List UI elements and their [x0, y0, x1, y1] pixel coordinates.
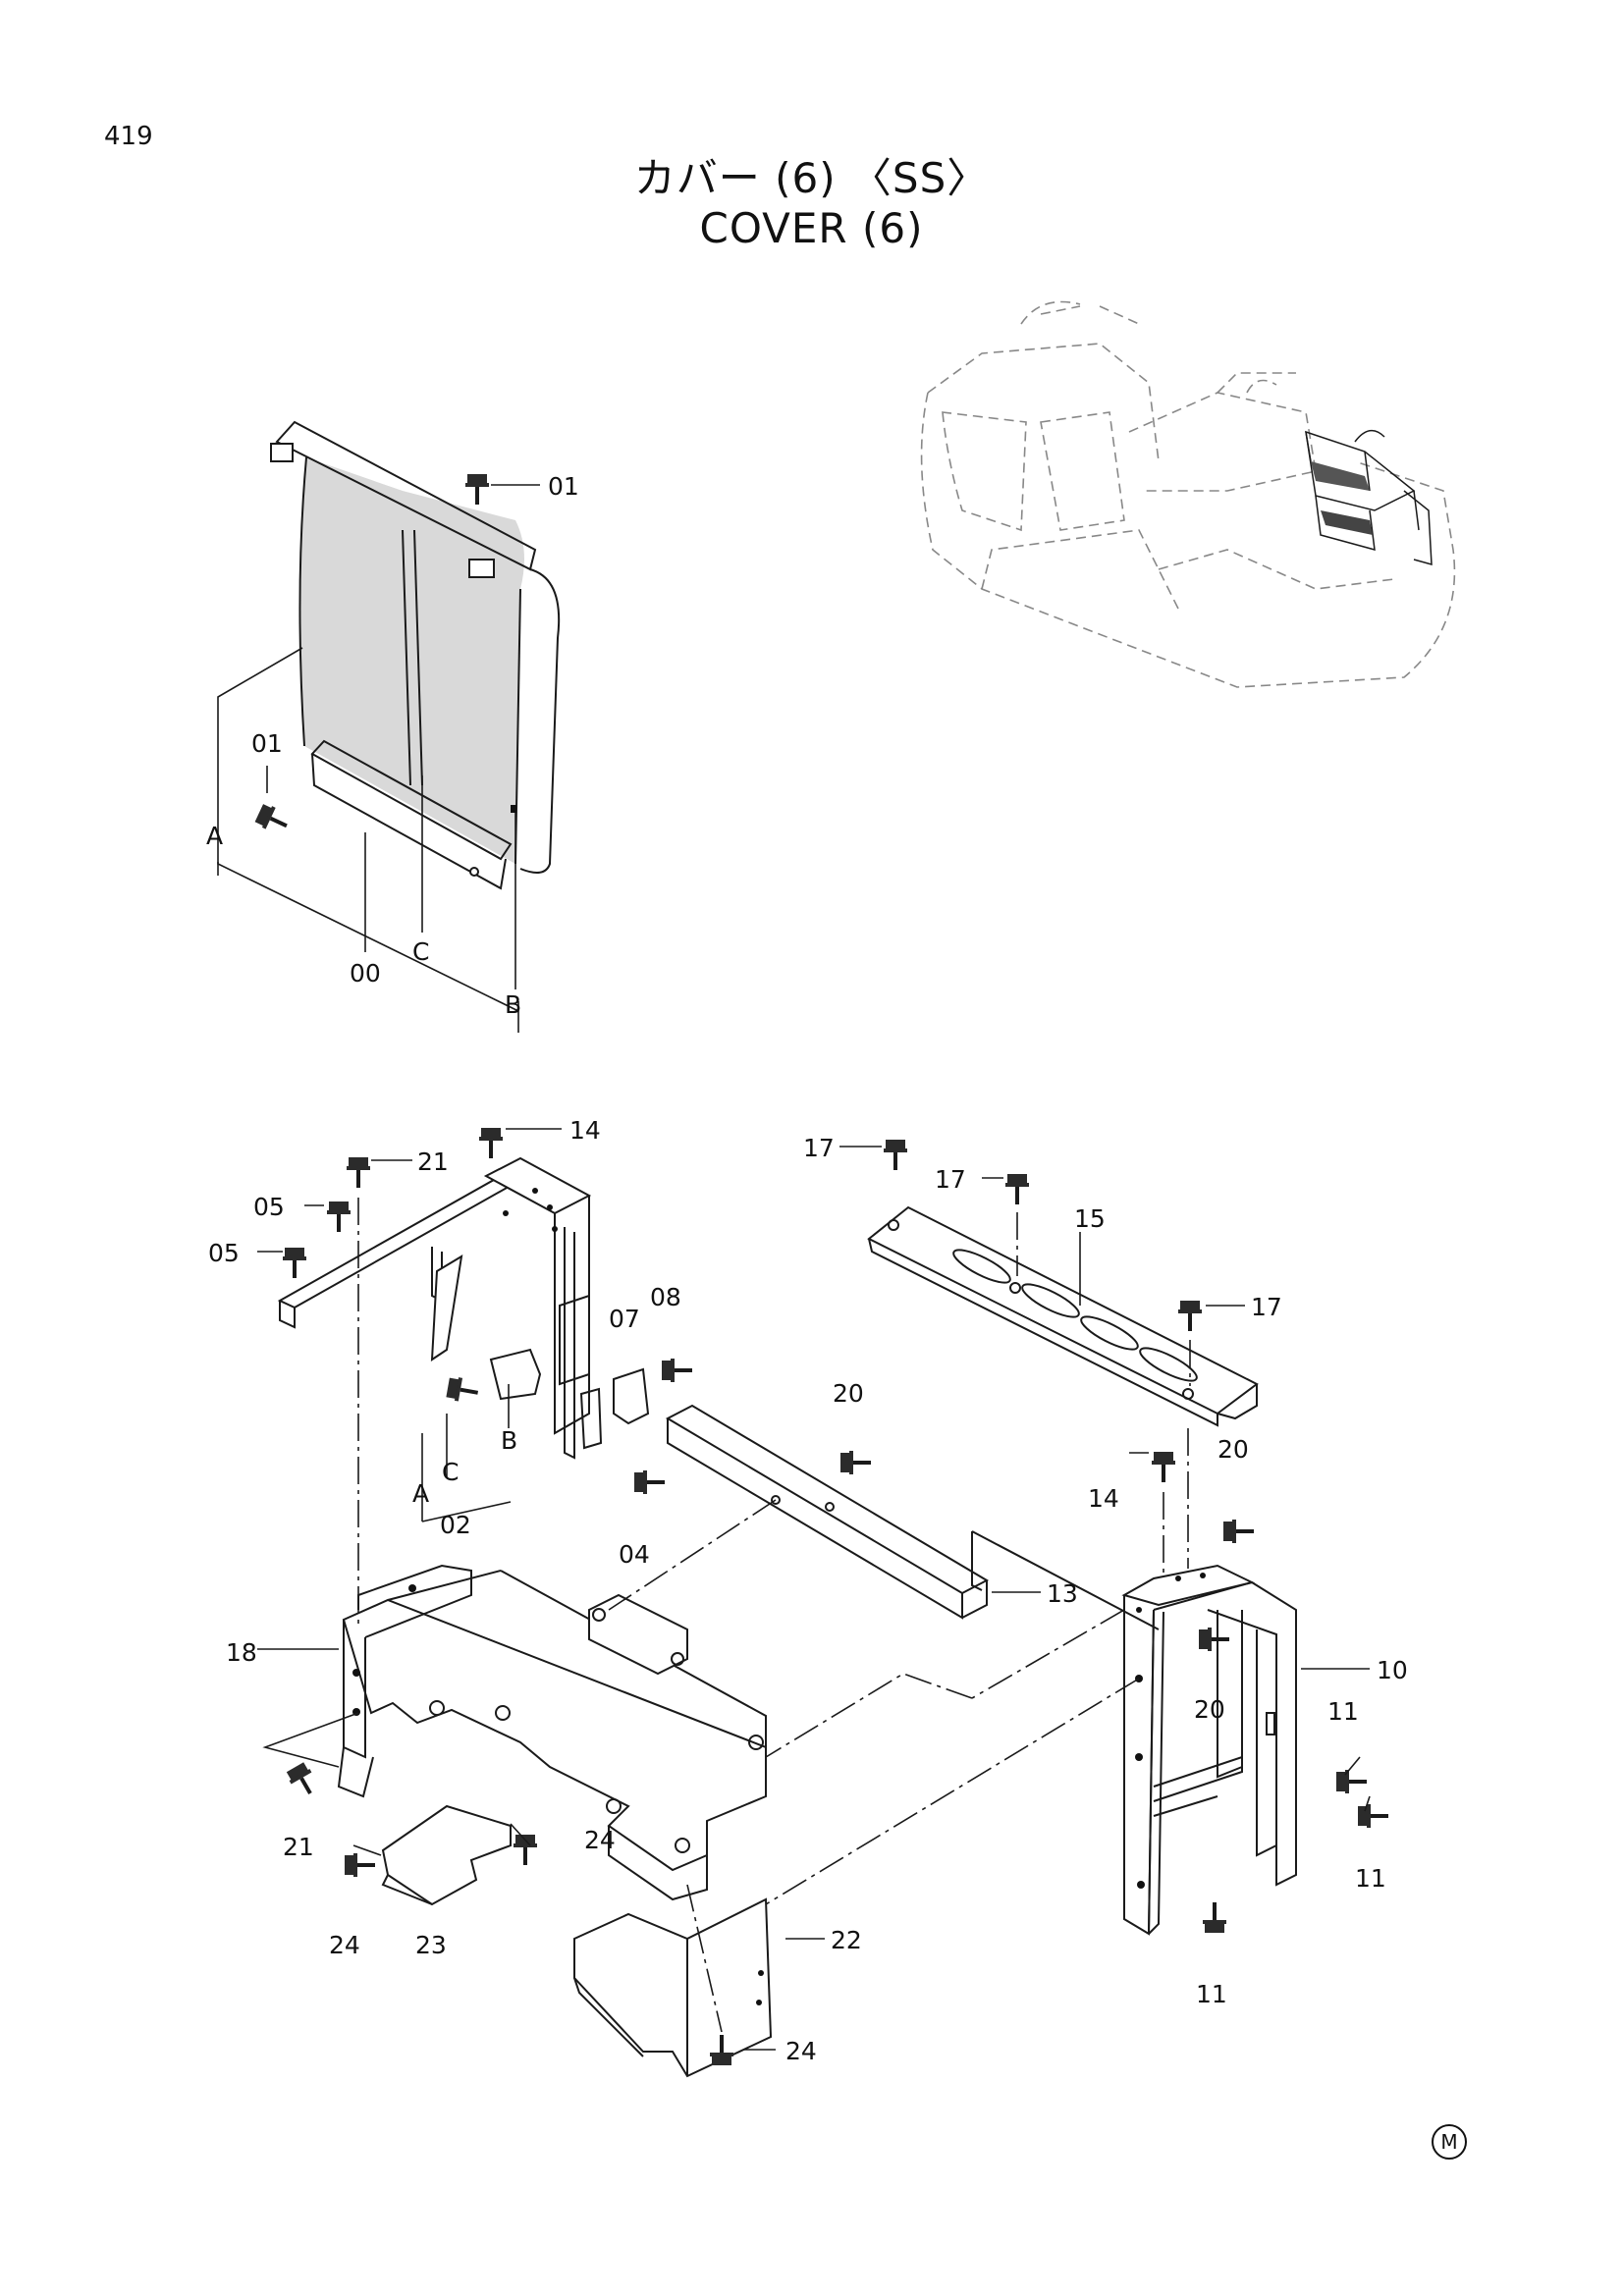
- callout-20: 20: [833, 1379, 864, 1408]
- callout-11: 11: [1196, 1980, 1227, 2008]
- bolt-05: [281, 1246, 308, 1280]
- bolt-17: [882, 1138, 909, 1172]
- bolt-08: [660, 1357, 694, 1384]
- callout-15: 15: [1074, 1204, 1106, 1233]
- bolt-01-side: [251, 800, 295, 839]
- callout-10: 10: [1377, 1656, 1408, 1684]
- callout-24: 24: [584, 1826, 616, 1854]
- cover-panel-assembly: [270, 420, 561, 890]
- callout-leaders: [257, 1128, 1371, 2051]
- bolt-20: [1197, 1626, 1231, 1653]
- bolt-24: [343, 1851, 377, 1879]
- callout-18: 18: [226, 1638, 257, 1667]
- title-japanese: カバー (6) 〈SS〉: [633, 154, 990, 202]
- callout-A: A: [206, 822, 223, 850]
- bolt-21: [283, 1759, 323, 1802]
- callout-A: A: [412, 1479, 429, 1508]
- callout-07: 07: [609, 1305, 640, 1333]
- machine-overview-sketch: [920, 300, 1456, 688]
- callout-01: 01: [548, 472, 579, 501]
- bolt-02: [444, 1373, 482, 1407]
- bolt-04: [632, 1468, 667, 1496]
- callout-B: B: [501, 1426, 517, 1455]
- callout-08: 08: [650, 1283, 681, 1311]
- bracket-frame-left: [277, 1156, 650, 1522]
- callout-00: 00: [350, 959, 381, 988]
- callout-24: 24: [785, 2037, 817, 2065]
- callout-05: 05: [208, 1239, 240, 1267]
- tray-18: [337, 1564, 767, 1901]
- callout-02: 02: [440, 1511, 471, 1539]
- callout-13: 13: [1047, 1579, 1078, 1608]
- callout-11: 11: [1355, 1864, 1386, 1893]
- callout-14: 14: [1088, 1484, 1119, 1513]
- bolt-20: [1221, 1518, 1256, 1545]
- bolt-11: [1356, 1802, 1390, 1830]
- bolt-05: [325, 1200, 352, 1234]
- callout-21: 21: [283, 1833, 314, 1861]
- callout-17: 17: [935, 1165, 966, 1194]
- bolt-14: [477, 1126, 505, 1160]
- callout-20: 20: [1194, 1695, 1225, 1724]
- corner-mark: M: [1432, 2124, 1467, 2160]
- callout-22: 22: [831, 1926, 862, 1954]
- frame-10: [1121, 1564, 1297, 1936]
- callout-23: 23: [415, 1931, 447, 1959]
- callout-14: 14: [569, 1116, 601, 1145]
- callout-17: 17: [1251, 1293, 1282, 1321]
- callout-C: C: [412, 937, 429, 966]
- cover-23: [381, 1804, 512, 1906]
- callout-17: 17: [803, 1134, 835, 1162]
- bolt-01-top: [463, 472, 491, 507]
- callout-11: 11: [1327, 1697, 1359, 1726]
- callout-04: 04: [619, 1540, 650, 1569]
- callout-05: 05: [253, 1193, 285, 1221]
- cover-22: [573, 1897, 773, 2078]
- title-english: COVER (6): [699, 204, 924, 252]
- bolt-14: [1150, 1450, 1177, 1484]
- callout-21: 21: [417, 1148, 449, 1176]
- top-leader-lines: [217, 484, 540, 1033]
- bolt-17: [1003, 1172, 1031, 1206]
- callout-01: 01: [251, 729, 283, 758]
- callout-C: C: [442, 1458, 459, 1486]
- bolt-11: [1201, 1900, 1228, 1935]
- bolt-21: [345, 1155, 372, 1190]
- bar-13: [665, 1404, 1160, 1630]
- callout-24: 24: [329, 1931, 360, 1959]
- assembly-lines: [262, 1198, 1191, 2033]
- bolt-11: [1334, 1768, 1369, 1795]
- page-number: 419: [104, 122, 153, 151]
- bolt-17: [1176, 1299, 1204, 1333]
- callout-20: 20: [1217, 1435, 1249, 1464]
- plate-15: [867, 1205, 1259, 1427]
- bolt-20: [839, 1449, 873, 1476]
- callout-B: B: [505, 990, 521, 1019]
